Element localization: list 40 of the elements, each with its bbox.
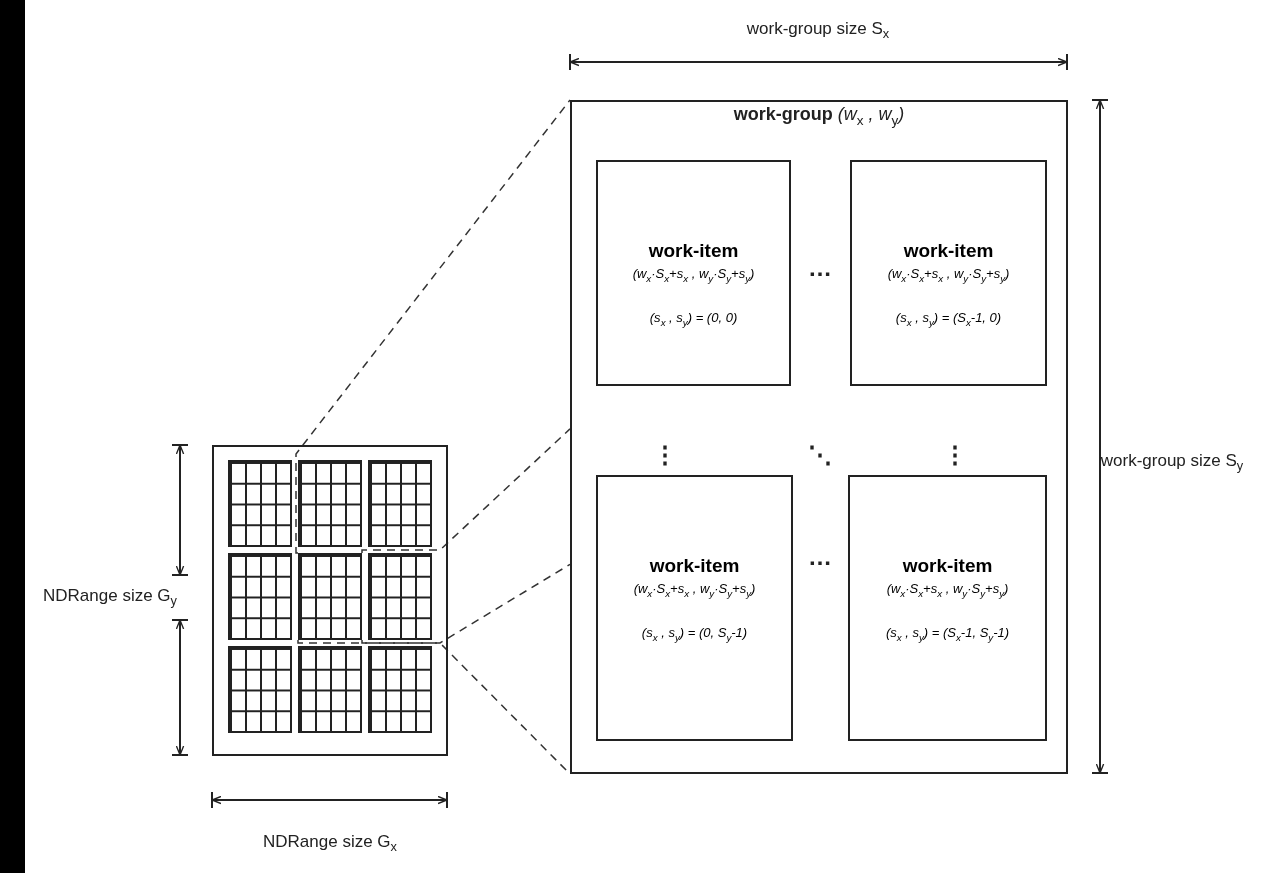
work-group-grid [228,646,292,733]
work-group-grid [298,460,362,547]
work-item-box [596,160,791,386]
dimension-label: work-group size S$_{x}$ [746,18,890,42]
ndrange-box [212,445,448,756]
work-item-box [848,475,1047,741]
ellipsis: ⋮ [653,441,677,469]
item-title: work-item [903,240,994,262]
work-group-grid [298,646,362,733]
dimension-label: NDRange size G$_{x}$ [263,831,397,855]
group-title: work-group (w$_{x}$ , w$_{y}$) [732,104,906,128]
item-title: work-item [649,555,740,577]
work-group-grid [368,646,432,733]
work-group-box [570,100,1068,774]
work-item-box [596,475,793,741]
zoom-line [295,99,571,554]
local-index: (s$_{x}$ , s$_{y}$) = (0, S$_{y}$-1) [641,624,748,643]
work-group-grid [228,460,292,547]
item-title: work-item [902,555,993,577]
zoom-line [297,563,571,644]
index-formula: (w$_{x}$·S$_{x}$+s$_{x}$ , w$_{y}$·S$_{y}$+s$_{y}$) [886,581,1009,599]
item-title: work-item [648,240,739,262]
work-group-grid [298,553,362,640]
local-index: (s$_{x}$ , s$_{y}$) = (S$_{x}$-1, 0) [895,309,1002,328]
index-formula: (w$_{x}$·S$_{x}$+s$_{x}$ , w$_{y}$·S$_{y}$+s$_{y}$) [632,266,755,284]
work-group-grid [228,553,292,640]
dimension-label: NDRange size G$_{y}$ [43,585,177,609]
work-group-grid [368,460,432,547]
dimension-label: work-group size S$_{y}$ [1100,450,1244,474]
index-formula: (w$_{x}$·S$_{x}$+s$_{x}$ , w$_{y}$·S$_{y}$+s$_{y}$) [633,581,756,599]
index-formula: (w$_{x}$·S$_{x}$+s$_{x}$ , w$_{y}$·S$_{y}$+s$_{y}$) [887,266,1010,284]
ellipsis: ⋱ [808,441,832,469]
ellipsis: … [808,254,832,282]
ellipsis: ⋮ [943,441,967,469]
ellipsis: … [808,543,832,571]
local-index: (s$_{x}$ , s$_{y}$) = (0, 0) [649,309,738,328]
local-index: (s$_{x}$ , s$_{y}$) = (S$_{x}$-1, S$_{y}$-1) [885,624,1010,643]
work-item-box [850,160,1047,386]
zoom-line [361,428,571,554]
work-group-grid [368,553,432,640]
